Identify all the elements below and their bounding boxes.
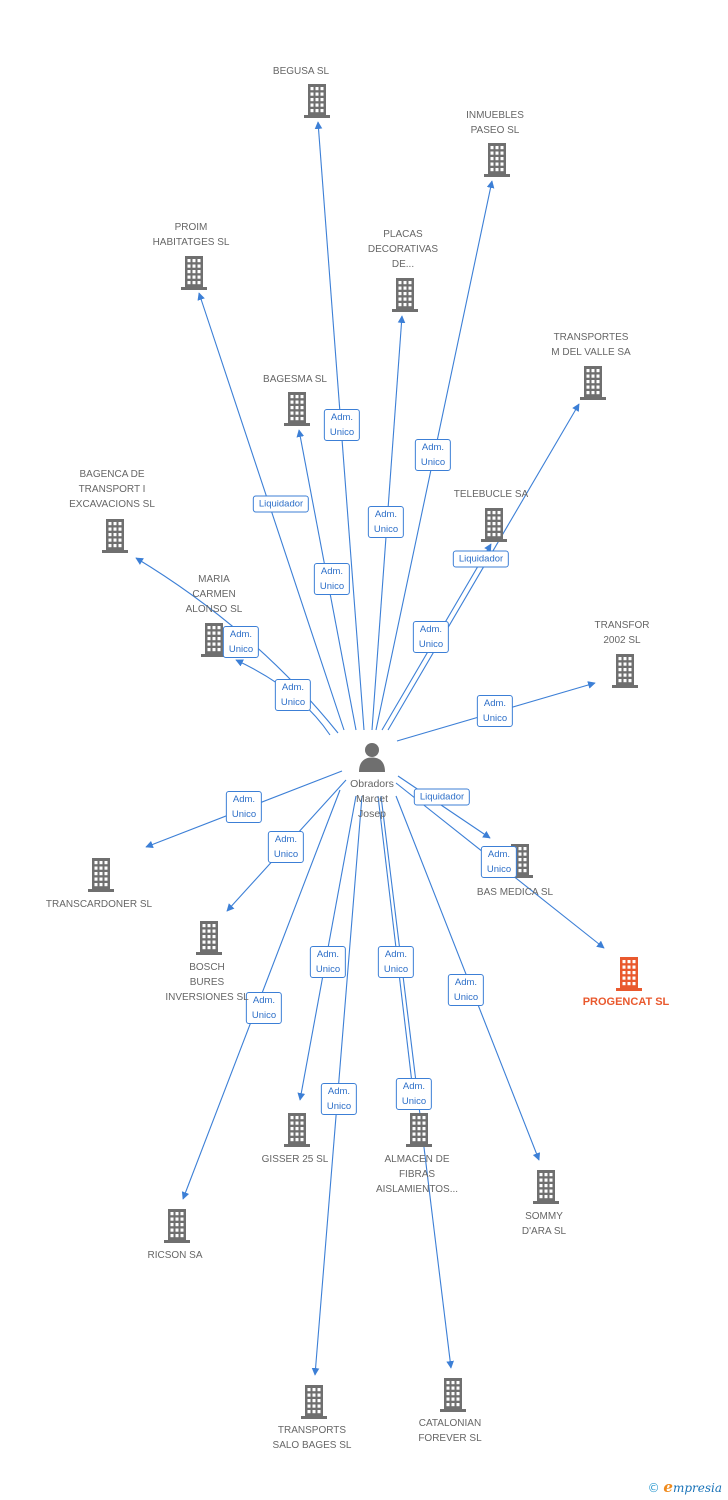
edge-label-catalonian[interactable]: Adm. Unico: [395, 1078, 433, 1110]
node-label-bosch[interactable]: BOSCH BURES INVERSIONES SL: [165, 962, 249, 1003]
building-icon-sommy[interactable]: [533, 1170, 559, 1204]
building-icon-transcardoner[interactable]: [88, 858, 114, 892]
edge-label-inmuebles[interactable]: Adm. Unico: [414, 439, 452, 471]
building-icon-begusa[interactable]: [304, 84, 330, 118]
building-icon-ricson[interactable]: [164, 1209, 190, 1243]
node-label-transfor[interactable]: TRANSFOR 2002 SL: [594, 620, 650, 646]
edge-label-bagenca[interactable]: Adm. Unico: [222, 626, 260, 658]
edge-label-sommy[interactable]: Adm. Unico: [447, 974, 485, 1006]
building-icon-transportes-mdv[interactable]: [580, 366, 606, 400]
building-icon-almacen[interactable]: [406, 1113, 432, 1147]
node-label-gisser[interactable]: GISSER 25 SL: [261, 1154, 329, 1165]
building-icon-gisser[interactable]: [284, 1113, 310, 1147]
edge-label-bagesma[interactable]: Adm. Unico: [313, 563, 351, 595]
edge-label-basmedica[interactable]: Liquidador: [413, 788, 471, 806]
node-label-basmedica[interactable]: BAS MEDICA SL: [476, 887, 554, 898]
building-icon-proim[interactable]: [181, 256, 207, 290]
building-icon-telebucle[interactable]: [481, 508, 507, 542]
person-label[interactable]: Obradors Marcet Josep: [350, 778, 394, 820]
edge-label-transfor[interactable]: Adm. Unico: [476, 695, 514, 727]
edge-label-progencat[interactable]: Adm. Unico: [480, 846, 518, 878]
node-label-transports-salo[interactable]: TRANSPORTS SALO BAGES SL: [272, 1425, 352, 1451]
building-icon-bagenca[interactable]: [102, 519, 128, 553]
node-label-transportes-mdv[interactable]: TRANSPORTES M DEL VALLE SA: [551, 332, 631, 358]
node-label-transcardoner[interactable]: TRANSCARDONER SL: [45, 899, 153, 910]
building-icon-transports-salo[interactable]: [301, 1385, 327, 1419]
edge-label-begusa[interactable]: Adm. Unico: [323, 409, 361, 441]
edge-label-placas[interactable]: Adm. Unico: [367, 506, 405, 538]
node-label-bagesma[interactable]: BAGESMA SL: [263, 374, 327, 385]
edge-label-bosch[interactable]: Adm. Unico: [267, 831, 305, 863]
edge-label-transportes-mdv[interactable]: Liquidador: [452, 550, 510, 568]
building-icon-inmuebles[interactable]: [484, 143, 510, 177]
node-label-progencat[interactable]: PROGENCAT SL: [582, 996, 670, 1008]
node-label-ricson[interactable]: RICSON SA: [147, 1250, 203, 1261]
node-label-bagenca[interactable]: BAGENCA DE TRANSPORT I EXCAVACIONS SL: [69, 469, 155, 510]
node-label-proim[interactable]: PROIM HABITATGES SL: [152, 222, 230, 248]
building-icon-transfor[interactable]: [612, 654, 638, 688]
brand-logo-text: mpresia: [672, 1481, 722, 1495]
building-icon-maria[interactable]: [201, 623, 227, 657]
edge-person-to-basmedica: [397, 775, 491, 839]
copyright-symbol: ©: [647, 1481, 660, 1495]
edge-label-transcardoner[interactable]: Adm. Unico: [225, 791, 263, 823]
node-label-begusa[interactable]: BEGUSA SL: [272, 66, 330, 77]
edge-label-almacen[interactable]: Adm. Unico: [377, 946, 415, 978]
edge-label-proim[interactable]: Liquidador: [252, 495, 310, 513]
edge-label-telebucle[interactable]: Adm. Unico: [412, 621, 450, 653]
edge-label-ricson[interactable]: Adm. Unico: [245, 992, 283, 1024]
building-icon-placas[interactable]: [392, 278, 418, 312]
footer-brand[interactable]: © empresia: [648, 1478, 722, 1496]
building-icon-progencat[interactable]: [616, 957, 642, 991]
building-icon-bosch[interactable]: [196, 921, 222, 955]
person-icon[interactable]: [359, 743, 385, 772]
node-label-inmuebles[interactable]: INMUEBLES PASEO SL: [466, 110, 524, 136]
building-icon-catalonian[interactable]: [440, 1378, 466, 1412]
node-label-catalonian[interactable]: CATALONIAN FOREVER SL: [418, 1418, 482, 1444]
node-label-sommy[interactable]: SOMMY D'ARA SL: [521, 1211, 567, 1237]
node-label-telebucle[interactable]: TELEBUCLE SA: [453, 489, 529, 500]
node-label-placas[interactable]: PLACAS DECORATIVAS DE...: [367, 229, 439, 270]
edge-label-transports-salo[interactable]: Adm. Unico: [320, 1083, 358, 1115]
brand-logo-initial: e: [663, 1478, 673, 1496]
edge-label-maria[interactable]: Adm. Unico: [274, 679, 312, 711]
node-label-maria[interactable]: MARIA CARMEN ALONSO SL: [185, 574, 243, 615]
node-label-almacen[interactable]: ALMACEN DE FIBRAS AISLAMIENTOS...: [375, 1154, 459, 1195]
building-icon-bagesma[interactable]: [284, 392, 310, 426]
edge-label-gisser[interactable]: Adm. Unico: [309, 946, 347, 978]
